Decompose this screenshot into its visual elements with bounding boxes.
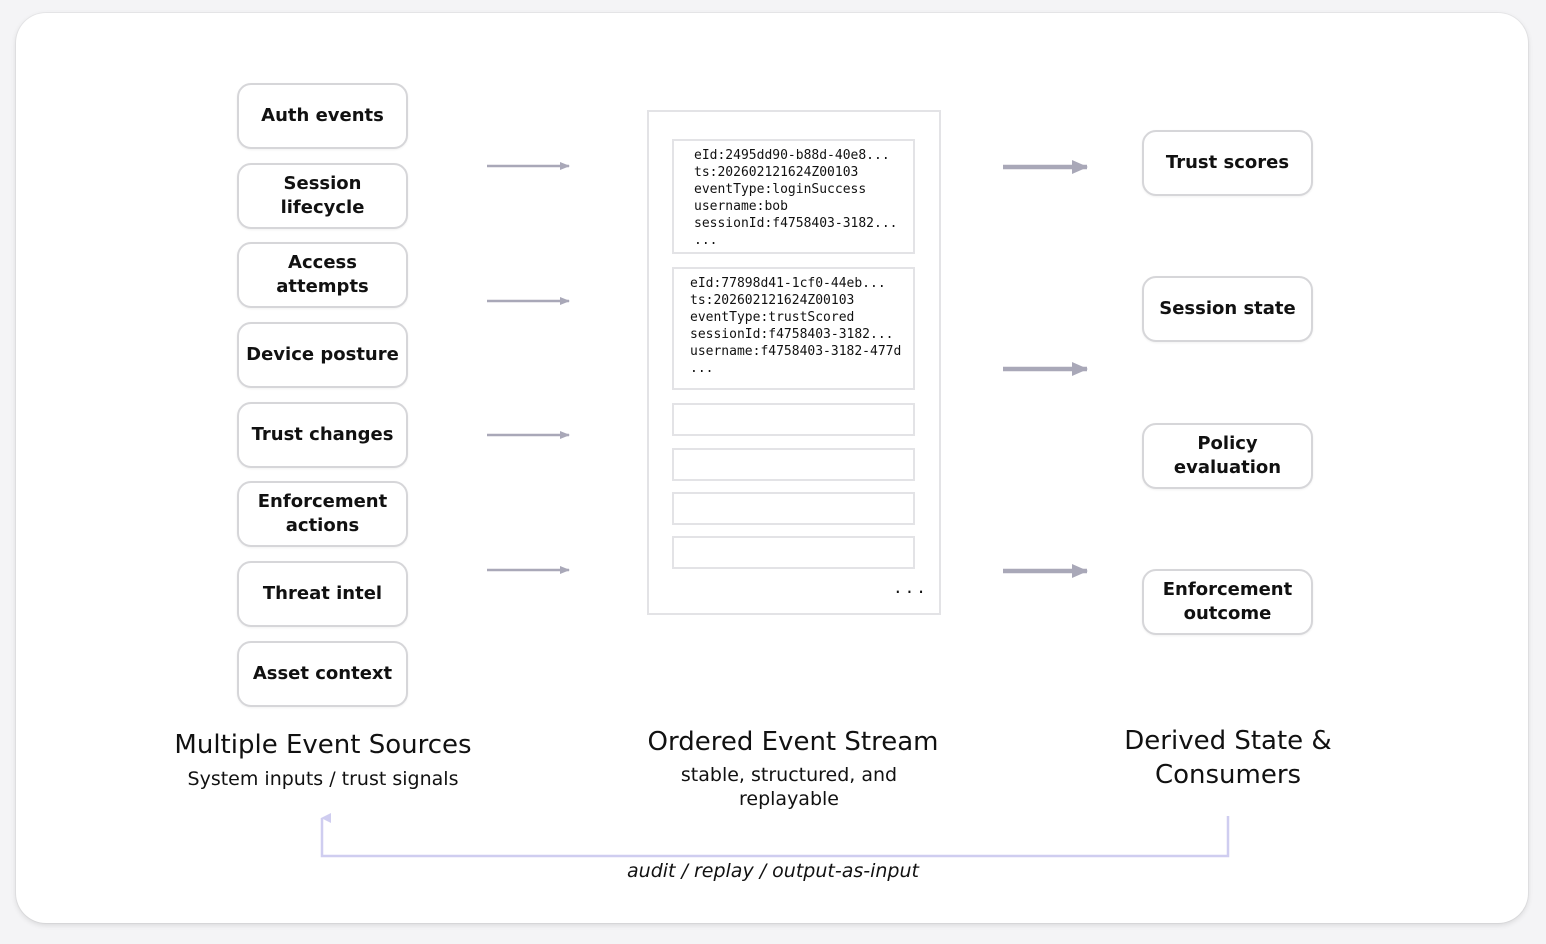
- event-field-line: sessionId:f4758403-3182...: [694, 216, 898, 231]
- source-asset-context: Asset context: [237, 641, 408, 707]
- feedback-label: audit / replay / output-as-input: [627, 860, 919, 882]
- event-field-line: username:f4758403-3182-477d: [690, 344, 902, 359]
- source-device-posture: Device posture: [237, 322, 408, 388]
- event-field-line: sessionId:f4758403-3182...: [690, 327, 894, 342]
- event-field-line: eventType:trustScored: [690, 310, 855, 325]
- sources-title: Multiple Event Sources: [174, 730, 472, 760]
- event-field-line: ...: [690, 361, 714, 376]
- source-session-lifecycle: Session lifecycle: [237, 163, 408, 229]
- consumer-trust-scores: Trust scores: [1142, 130, 1313, 196]
- event-record-1-text: eId:2495dd90-b88d-40e8... ts:202602121624…: [694, 147, 898, 249]
- consumer-policy-evaluation: Policy evaluation: [1142, 423, 1313, 489]
- event-record-empty: [672, 403, 915, 436]
- consumer-enforcement-outcome: Enforcement outcome: [1142, 569, 1313, 635]
- source-threat-intel: Threat intel: [237, 561, 408, 627]
- event-field-line: eId:2495dd90-b88d-40e8...: [694, 148, 890, 163]
- source-auth-events: Auth events: [237, 83, 408, 149]
- stream-ellipsis: ...: [893, 578, 928, 597]
- event-record-empty: [672, 536, 915, 569]
- source-trust-changes: Trust changes: [237, 402, 408, 468]
- stream-subtitle: stable, structured, and replayable: [680, 764, 898, 810]
- event-record-2: [672, 267, 915, 390]
- source-enforcement-actions: Enforcement actions: [237, 481, 408, 547]
- event-field-line: ts:202602121624Z00103: [694, 165, 859, 180]
- input-arrows: [487, 162, 570, 574]
- feedback-loop-arrow: [320, 813, 1230, 858]
- event-field-line: username:bob: [694, 199, 788, 214]
- event-field-line: eventType:loginSuccess: [694, 182, 867, 197]
- output-arrows: [1003, 160, 1088, 578]
- sources-subtitle: System inputs / trust signals: [187, 768, 459, 790]
- event-field-line: ...: [694, 233, 718, 248]
- event-record-2-text: eId:77898d41-1cf0-44eb... ts:202602121624…: [690, 275, 901, 377]
- event-record-empty: [672, 492, 915, 525]
- consumer-session-state: Session state: [1142, 276, 1313, 342]
- event-record-empty: [672, 448, 915, 481]
- consumers-title: Derived State & Consumers: [1124, 726, 1332, 790]
- event-record-1: [672, 139, 915, 254]
- source-access-attempts: Access attempts: [237, 242, 408, 308]
- stream-title: Ordered Event Stream: [647, 727, 939, 757]
- event-field-line: eId:77898d41-1cf0-44eb...: [690, 276, 886, 291]
- event-field-line: ts:202602121624Z00103: [690, 293, 855, 308]
